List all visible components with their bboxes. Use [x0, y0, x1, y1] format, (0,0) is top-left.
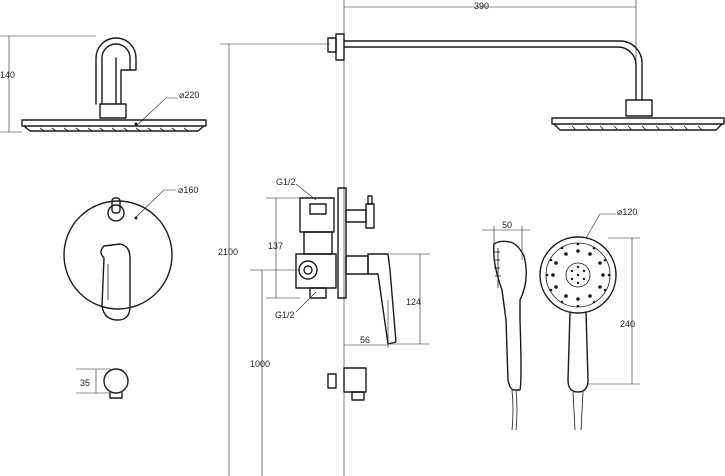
dimension-1000 [250, 269, 300, 476]
nozzle-row [39, 127, 189, 132]
label-height-1000: 1000 [250, 359, 270, 369]
label-dim-240: 240 [620, 319, 635, 329]
label-dim-35: 35 [80, 378, 90, 388]
hand-shower-side-view [482, 226, 530, 431]
dimension-137 [266, 197, 300, 299]
label-dia-160: ⌀160 [178, 185, 198, 195]
label-dim-124: 124 [406, 297, 421, 307]
dimension-2100 [220, 43, 330, 476]
dimension-124 [390, 253, 430, 345]
label-dia-120: ⌀120 [617, 207, 637, 217]
wall-outlet-side-view [327, 367, 367, 401]
label-height-140: 140 [0, 70, 15, 80]
wall-outlet-front [76, 368, 129, 399]
label-height-2100: 2100 [218, 247, 238, 257]
label-g12-bottom: G1/2 [275, 310, 295, 320]
hand-shower-front-view [539, 213, 640, 431]
label-dia-220: ⌀220 [179, 90, 199, 100]
mixer-cover-plate [63, 189, 176, 321]
label-dim-137: 137 [268, 241, 283, 251]
mixer-body-side-view [295, 183, 397, 345]
label-g12-top: G1/2 [276, 177, 296, 187]
spray-nozzles [545, 242, 611, 308]
dimension-140 [0, 35, 96, 133]
overhead-shower-front-view [21, 37, 207, 132]
label-dim-50: 50 [502, 220, 512, 230]
shower-arm-side-view [327, 33, 725, 131]
label-dim-56: 56 [360, 335, 370, 345]
label-width-390: 390 [474, 1, 489, 11]
dimension-56 [344, 300, 389, 348]
dimension-390 [344, 0, 637, 100]
